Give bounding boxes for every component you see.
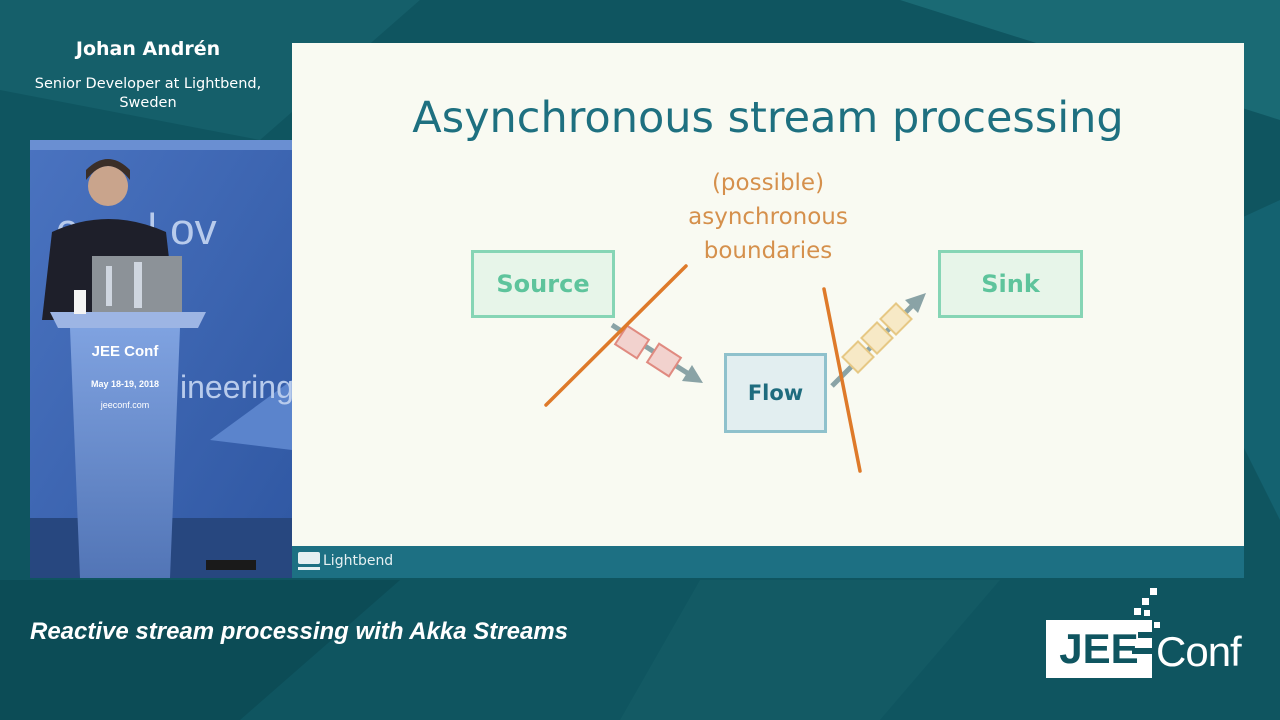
jeeconf-logo: JEE Conf [1046, 588, 1250, 680]
annotation-line-2: asynchronous [688, 204, 848, 230]
arrow-head-source-flow [682, 365, 703, 383]
sink-node: Sink [938, 250, 1083, 318]
async-boundary-annotation: (possible) asynchronous boundaries [618, 166, 918, 268]
speaker-role: Senior Developer at Lightbend, Sweden [34, 76, 262, 111]
jeeconf-logo-right: Conf [1156, 628, 1242, 675]
backdrop-text: ineering [180, 369, 292, 405]
speaker-video: c ss | ov JEE Conf May 18-19, 2018 jeeco… [30, 140, 292, 578]
stream-element [613, 324, 651, 360]
stream-element [645, 342, 683, 378]
async-boundary-line [544, 264, 688, 407]
stream-element [860, 321, 894, 355]
slide-footer-bar: Lightbend [292, 546, 1244, 578]
source-node: Source [471, 250, 615, 318]
lightbend-brand: Lightbend [323, 553, 394, 569]
annotation-line-1: (possible) [711, 170, 825, 196]
stream-element [879, 302, 913, 336]
lightbend-logo-icon [298, 552, 320, 570]
talk-title: Reactive stream processing with Akka Str… [30, 618, 569, 645]
podium-logo: JEE Conf [92, 343, 160, 360]
slide-title: Asynchronous stream processing [412, 93, 1124, 143]
speaker-name: Johan Andrén [75, 38, 221, 60]
presentation-slide: Asynchronous stream processing (possible… [292, 43, 1244, 546]
arrow-head-flow-sink [905, 293, 926, 313]
stream-diagram [544, 264, 926, 473]
video-scene: c ss | ov JEE Conf May 18-19, 2018 jeeco… [30, 140, 292, 578]
annotation-line-3: boundaries [703, 238, 833, 264]
async-boundary-line [822, 287, 862, 473]
flow-node: Flow [724, 353, 827, 433]
jeeconf-logo-left: JEE [1059, 625, 1139, 672]
stream-element [841, 340, 875, 374]
podium-dates: May 18-19, 2018 [91, 379, 159, 389]
podium-site: jeeconf.com [100, 400, 150, 410]
